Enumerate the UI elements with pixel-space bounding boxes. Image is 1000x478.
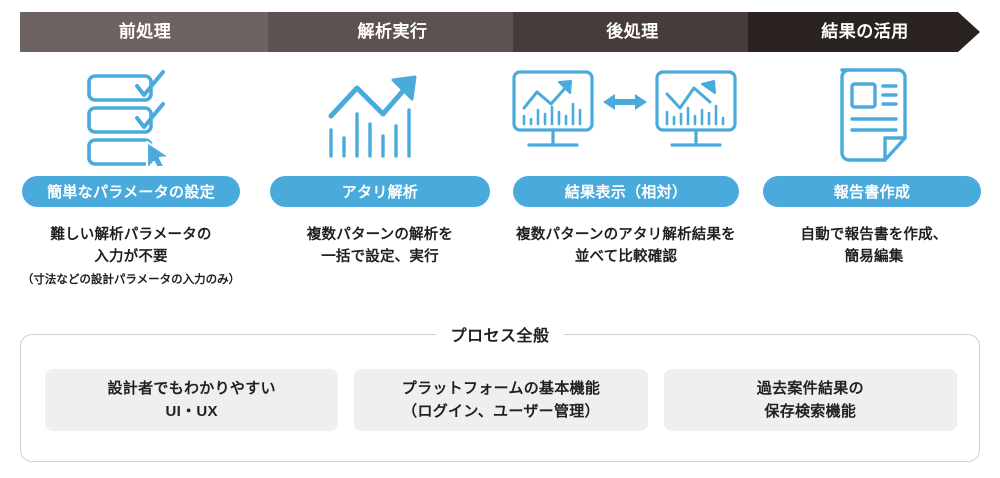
banner-chevrons [20, 12, 980, 52]
monitor-right [655, 70, 737, 147]
banner-segment-3[interactable] [748, 12, 980, 52]
step-caption-2: 複数パターンのアタリ解析結果を 並べて比較確認 [500, 224, 752, 269]
banner-segment-1[interactable] [268, 12, 537, 52]
checklist-cursor-icon [87, 70, 172, 166]
icon-cell-2 [500, 62, 750, 170]
pill-label-1[interactable]: アタリ解析 [270, 176, 490, 207]
step-caption-3: 自動で報告書を作成、 簡易編集 [758, 224, 990, 269]
caption-line-1: 自動で報告書を作成、 [800, 227, 948, 243]
overall-box-0[interactable]: 設計者でもわかりやすい UI・UX [45, 369, 339, 431]
caption-line-2: 並べて比較確認 [574, 249, 678, 266]
report-document-icon [840, 68, 907, 162]
overall-process-section: プロセス全般 設計者でもわかりやすい UI・UX プラットフォームの基本機能 （… [20, 322, 980, 462]
caption-line-2: 簡易編集 [844, 249, 904, 266]
caption-line-1: 複数パターンのアタリ解析結果を [516, 227, 736, 243]
icon-cell-3 [758, 62, 988, 170]
pill-label-3[interactable]: 報告書作成 [763, 176, 981, 207]
overall-box-line-1: 設計者でもわかりやすい [107, 379, 276, 397]
trend-chart-arrow-icon [328, 75, 417, 158]
compare-double-arrow-icon [603, 94, 647, 110]
caption-line-1: 難しい解析パラメータの [50, 227, 212, 243]
icon-cell-1 [262, 62, 492, 170]
overall-box-group: 設計者でもわかりやすい UI・UX プラットフォームの基本機能 （ログイン、ユー… [45, 369, 957, 431]
monitor-left [512, 70, 594, 147]
pill-label-2[interactable]: 結果表示（相対） [513, 176, 739, 207]
overall-section-title: プロセス全般 [436, 322, 564, 346]
overall-box-1[interactable]: プラットフォームの基本機能 （ログイン、ユーザー管理） [354, 369, 648, 431]
pill-label-0[interactable]: 簡単なパラメータの設定 [22, 176, 240, 207]
caption-line-2: 一括で設定、実行 [321, 249, 439, 266]
caption-note: （寸法などの設計パラメータの入力のみ） [21, 273, 241, 286]
overall-box-line-1: 過去案件結果の [756, 379, 864, 397]
process-step-banner: 前処理 解析実行 後処理 結果の活用 [20, 12, 980, 52]
caption-line-1: 複数パターンの解析を [306, 227, 454, 243]
overall-box-line-1: プラットフォームの基本機能 [401, 379, 601, 397]
dual-monitor-compare-icon [512, 70, 737, 147]
overall-box-line-2: 保存検索機能 [764, 403, 857, 420]
step-caption-1: 複数パターンの解析を 一括で設定、実行 [262, 224, 498, 269]
cursor-arrow-glyph [145, 140, 172, 166]
banner-segment-0[interactable] [20, 12, 292, 52]
step-caption-0: 難しい解析パラメータの 入力が不要 （寸法などの設計パラメータの入力のみ） [6, 224, 256, 290]
overall-box-line-2: UI・UX [165, 403, 218, 420]
caption-line-2: 入力が不要 [94, 249, 168, 266]
overall-box-line-2: （ログイン、ユーザー管理） [402, 403, 600, 420]
icon-cell-0 [10, 62, 260, 170]
banner-segment-2[interactable] [513, 12, 772, 52]
overall-box-2[interactable]: 過去案件結果の 保存検索機能 [663, 369, 957, 431]
